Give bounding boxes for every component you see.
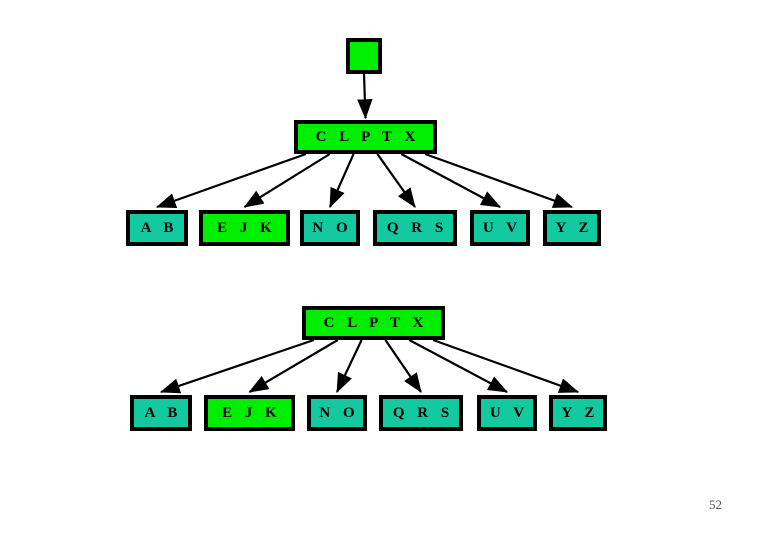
tree-top-child-node-5[interactable]: Y Z bbox=[543, 210, 601, 246]
tree-bottom-edge-1 bbox=[248, 339, 339, 393]
tree-bottom-edge-5 bbox=[432, 338, 580, 394]
tree-top-edge-2 bbox=[328, 153, 355, 209]
tree-bottom-child-node-4[interactable]: U V bbox=[477, 395, 537, 431]
tree-bottom-edge-3 bbox=[384, 339, 422, 393]
tree-bottom-parent-node[interactable]: C L P T X bbox=[302, 306, 445, 340]
tree-bottom-edge-4 bbox=[408, 339, 508, 393]
tree-top-parent-node[interactable]: C L P T X bbox=[294, 120, 437, 154]
tree-bottom-child-node-0[interactable]: A B bbox=[130, 395, 192, 431]
tree-top-edge-root-to-parent bbox=[357, 73, 373, 120]
tree-top-edge-5 bbox=[424, 152, 574, 209]
page-number: 52 bbox=[709, 497, 722, 512]
tree-top-child-node-1[interactable]: E J K bbox=[199, 210, 290, 246]
tree-bottom-child-node-5[interactable]: Y Z bbox=[549, 395, 607, 431]
tree-top-edge-3 bbox=[376, 153, 416, 208]
tree-bottom-child-node-2[interactable]: N O bbox=[307, 395, 367, 431]
tree-bottom-edge-2 bbox=[336, 339, 363, 393]
tree-top-edge-0 bbox=[155, 152, 307, 209]
tree-top-child-node-3[interactable]: Q R S bbox=[373, 210, 457, 246]
tree-top-edge-1 bbox=[243, 153, 331, 208]
tree-top-child-node-2[interactable]: N O bbox=[300, 210, 360, 246]
tree-top-edge-4 bbox=[400, 153, 501, 208]
tree-bottom-edge-0 bbox=[159, 338, 315, 394]
tree-bottom-child-node-1[interactable]: E J K bbox=[204, 395, 295, 431]
tree-top-root-node[interactable] bbox=[346, 38, 382, 74]
tree-top-child-node-0[interactable]: A B bbox=[126, 210, 188, 246]
tree-top-child-node-4[interactable]: U V bbox=[470, 210, 530, 246]
tree-bottom-child-node-3[interactable]: Q R S bbox=[379, 395, 463, 431]
